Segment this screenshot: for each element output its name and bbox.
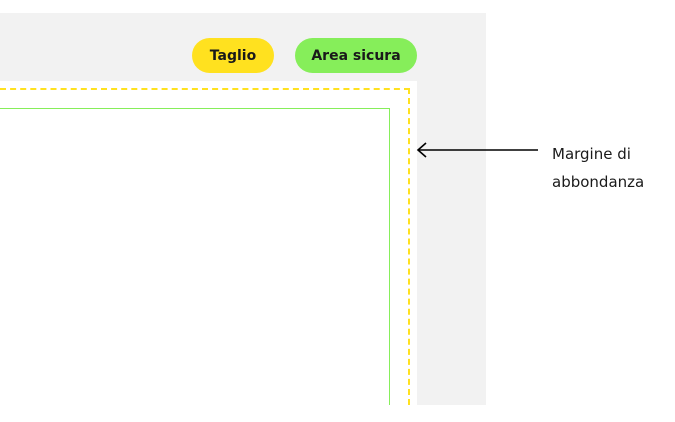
document-sheet bbox=[0, 81, 417, 405]
bleed-annotation: Margine di abbondanza bbox=[552, 140, 672, 196]
bleed-annotation-line2: abbondanza bbox=[552, 173, 645, 191]
bleed-annotation-line1: Margine di bbox=[552, 145, 631, 163]
trim-label-badge: Taglio bbox=[192, 38, 274, 73]
safe-area-label-badge: Area sicura bbox=[295, 38, 417, 73]
arrow-head bbox=[416, 142, 427, 158]
arrow-left-icon bbox=[416, 142, 538, 158]
trim-line bbox=[0, 88, 410, 405]
safe-area-label-text: Area sicura bbox=[311, 47, 401, 64]
trim-label-text: Taglio bbox=[209, 47, 257, 64]
safe-area-line bbox=[0, 108, 390, 405]
